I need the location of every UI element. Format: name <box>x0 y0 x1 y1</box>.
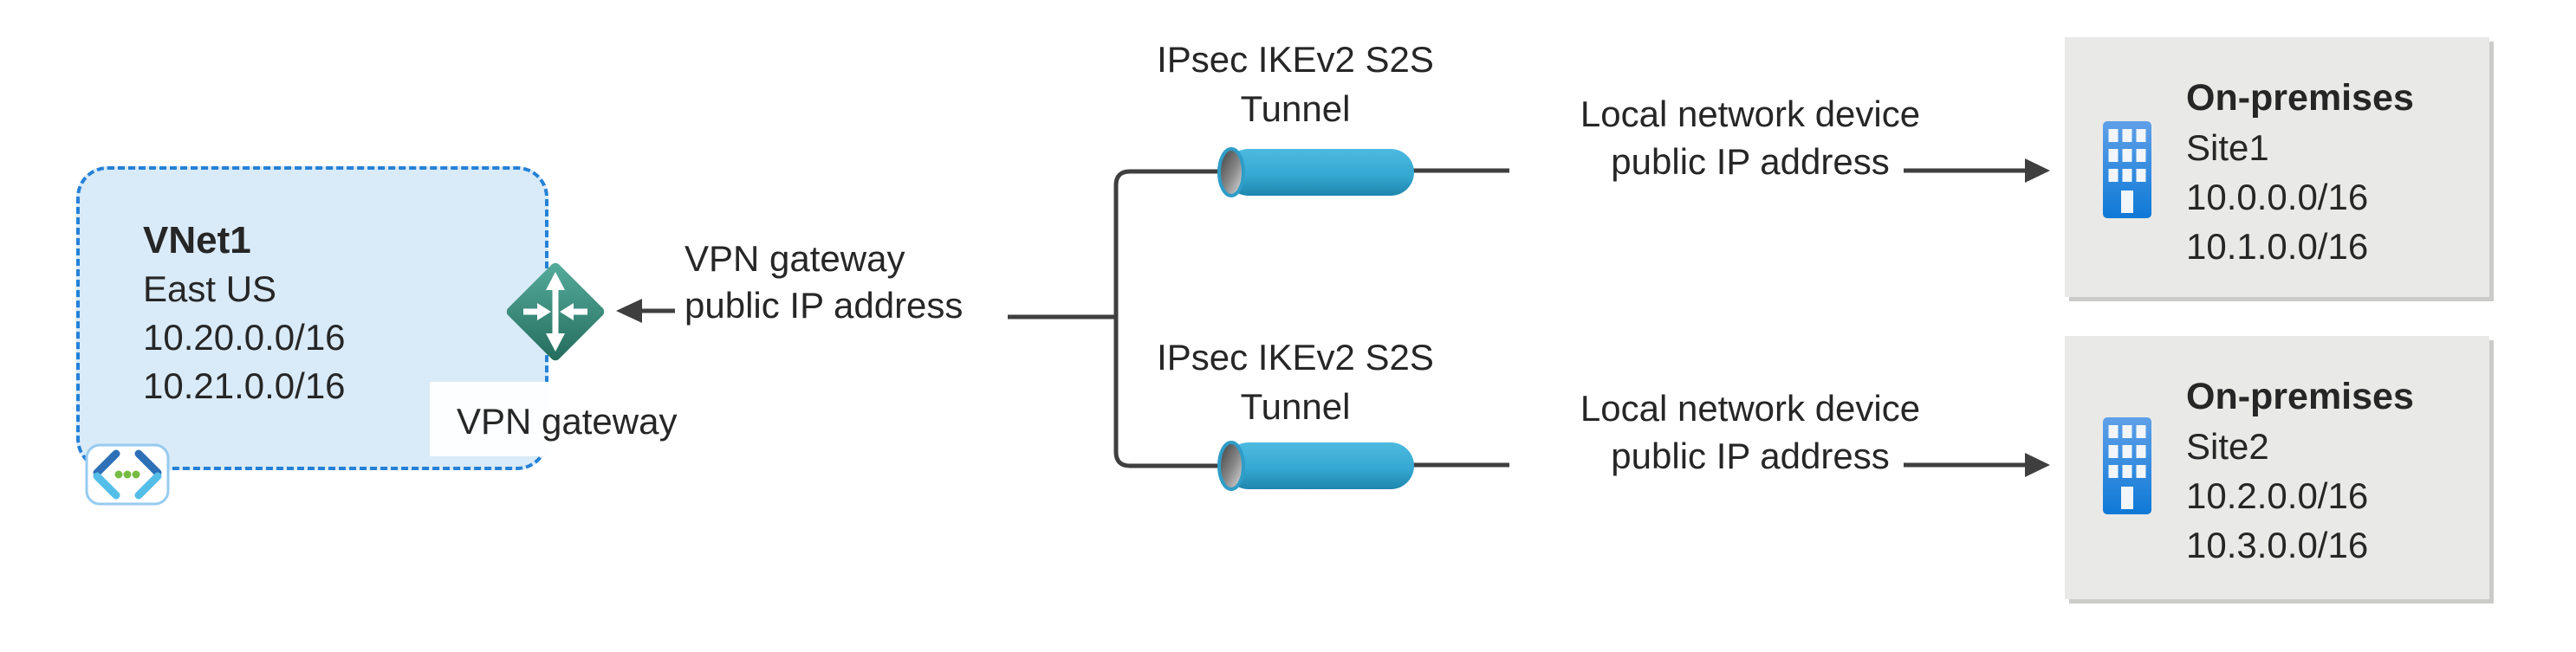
site1-prefix-1: 10.0.0.0/16 <box>2186 177 2369 217</box>
tunnel-cylinder-icon <box>1217 147 1414 197</box>
vnet-info: VNet1 East US 10.20.0.0/16 10.21.0.0/16 <box>143 216 346 410</box>
site2-info: On-premises Site2 10.2.0.0/16 10.3.0.0/1… <box>2186 372 2414 570</box>
vnet-address-space-2: 10.21.0.0/16 <box>143 365 346 406</box>
site2-name: Site2 <box>2186 426 2269 467</box>
vnet-name: VNet1 <box>143 219 251 261</box>
building-icon <box>2103 417 2151 514</box>
vpn-gateway-label-background <box>430 382 549 456</box>
device-label-2-line1: Local network device <box>1580 388 1921 429</box>
site2-prefix-2: 10.3.0.0/16 <box>2186 525 2369 565</box>
gateway-public-ip-label: VPN gateway public IP address <box>685 236 963 329</box>
tunnel-1-label: IPsec IKEv2 S2S Tunnel <box>1113 35 1477 133</box>
vnet-region: East US <box>143 268 277 309</box>
device-label-1-line1: Local network device <box>1580 94 1921 134</box>
site1-info: On-premises Site1 10.0.0.0/16 10.1.0.0/1… <box>2186 74 2414 271</box>
device-label-2: Local network device public IP address <box>1547 384 1954 480</box>
device-label-1-line2: public IP address <box>1611 141 1890 182</box>
tunnel-2-label: IPsec IKEv2 S2S Tunnel <box>1113 332 1477 431</box>
vpn-gateway-label: VPN gateway <box>457 401 678 442</box>
device-label-1: Local network device public IP address <box>1547 90 1954 185</box>
branch-lines <box>1008 169 1227 468</box>
device-label-2-line2: public IP address <box>1611 436 1890 476</box>
vpn-gateway-icon <box>506 262 605 361</box>
vnet-address-space-1: 10.20.0.0/16 <box>143 317 346 358</box>
site1-prefix-2: 10.1.0.0/16 <box>2186 226 2369 267</box>
site1-title: On-premises <box>2186 77 2414 119</box>
site2-prefix-1: 10.2.0.0/16 <box>2186 475 2369 516</box>
gateway-public-ip-label-line2: public IP address <box>685 285 964 326</box>
site2-title: On-premises <box>2186 376 2414 417</box>
gateway-public-ip-label-line1: VPN gateway <box>685 238 905 279</box>
site1-name: Site1 <box>2186 127 2269 168</box>
tunnel-2-label-line2: Tunnel <box>1240 386 1351 427</box>
tunnel-cylinder-icon <box>1217 441 1414 491</box>
arrow-to-site1 <box>1904 158 2050 183</box>
arrow-to-site2 <box>1904 453 2050 477</box>
arrow-to-gateway <box>616 299 675 323</box>
tunnel-1-label-line2: Tunnel <box>1240 88 1351 129</box>
tunnel-2-label-line1: IPsec IKEv2 S2S <box>1157 337 1434 378</box>
tunnel-1-label-line1: IPsec IKEv2 S2S <box>1157 39 1434 80</box>
virtual-network-icon <box>85 443 170 506</box>
building-icon <box>2103 121 2151 218</box>
